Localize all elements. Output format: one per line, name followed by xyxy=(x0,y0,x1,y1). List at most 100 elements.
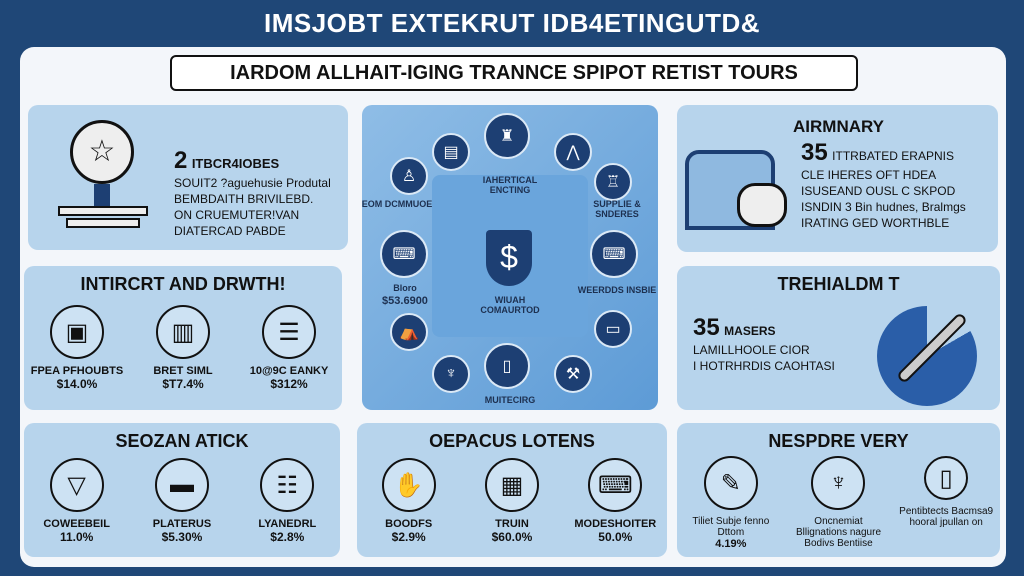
text-line: ON CRUEMUTER!VAN xyxy=(174,208,300,222)
stat-item: ▯ Pentibtects Bacmsa9 hooral jpullan on xyxy=(896,456,996,550)
item-label: LYANEDRL xyxy=(258,518,317,530)
item-value: 4.19% xyxy=(715,538,747,550)
stat-heading: ITBCR4IOBES xyxy=(191,156,280,171)
item-label: Oncnemiat Bllignations nagure Bodivs Ben… xyxy=(795,516,882,549)
person-icon: ♙ xyxy=(390,157,428,195)
lamp-icon: ♆ xyxy=(432,355,470,393)
banner: IARDOM ALLHAIT-IGING TRANNCE SPIPOT RETI… xyxy=(170,55,858,91)
scroll-icon xyxy=(737,183,787,227)
card-mid-right: TREHIALDM T 35 MASERS LAMILLHOOLE CIOR I… xyxy=(677,266,1000,410)
item-value: $2.9% xyxy=(391,530,426,544)
text-line: SOUIT2 ?aguehusie Produtal xyxy=(174,176,331,190)
card-heading: SEOZAN ATICK xyxy=(115,431,249,451)
stat-item: ▦ TRUIN$60.0% xyxy=(462,458,562,544)
machine-icon: ▥ xyxy=(156,305,210,359)
text-line: I HOTRHRDIS CAOHTASI xyxy=(693,359,835,373)
item-label: PLATERUS xyxy=(152,518,212,530)
left-value: $53.6900 xyxy=(382,295,428,307)
dragon-icon: ✎ xyxy=(703,456,758,510)
item-label: MODESHOITER xyxy=(574,518,657,530)
item-label: BOODFS xyxy=(385,518,433,530)
card-heading: NESPDRE VERY xyxy=(768,431,909,451)
text-line: ISNDIN 3 Bin hudnes, Bralmgs xyxy=(801,200,966,214)
item-label: COWEEBEIL xyxy=(43,518,110,530)
phone-icon: ▯ xyxy=(484,343,530,389)
item-label: BRET SIML xyxy=(153,365,213,377)
item-value: $5.30% xyxy=(161,530,203,544)
stat-item: ♆ Oncnemiat Bllignations nagure Bodivs Be… xyxy=(788,456,888,550)
stat-item: ☷ LYANEDRL$2.8% xyxy=(237,458,337,544)
stat-item: ▣ FPEA PFHOUBTS$14.0% xyxy=(27,305,127,391)
sign-icon: ▤ xyxy=(432,133,470,171)
card-heading: TREHIALDM T xyxy=(777,274,900,294)
document-icon: ☰ xyxy=(262,305,316,359)
tool-icon: ⚒ xyxy=(554,355,592,393)
stat-number: 35 xyxy=(693,314,720,341)
item-value: $312% xyxy=(270,377,308,391)
text-line: BEMBDAITH BRIVILEBD. xyxy=(174,192,314,206)
stat-item: ✋ BOODFS$2.9% xyxy=(359,458,459,544)
card-heading: AIRMNARY xyxy=(793,117,884,136)
monitor-icon: ▣ xyxy=(50,305,104,359)
item-value: $60.0% xyxy=(491,530,533,544)
bucket-icon: ♜ xyxy=(484,113,530,159)
text-line: CLE IHERES OFT HDEA xyxy=(801,168,937,182)
item-value: 50.0% xyxy=(598,530,633,544)
laptop-icon: ▽ xyxy=(49,458,104,512)
card-mid-left: INTIRCRT AND DRWTH! ▣ FPEA PFHOUBTS$14.0%… xyxy=(24,266,342,410)
card-top-right: AIRMNARY 35 ITTRBATED ERAPNIS CLE IHERES… xyxy=(677,105,998,252)
keyboard-icon: ⌨ xyxy=(588,458,643,512)
hand-icon: ✋ xyxy=(381,458,436,512)
stat-item: ▥ BRET SIML$T7.4% xyxy=(133,305,233,391)
item-value: $14.0% xyxy=(56,377,98,391)
page-title: IMSJOBT EXTEKRUT IDB4ETINGUTD& xyxy=(263,8,761,38)
tray-icon: ▬ xyxy=(154,458,209,512)
stand-icon: ♖ xyxy=(594,163,632,201)
card-top-left: ☆ 2 ITBCR4IOBES SOUIT2 ?aguehusie Produt… xyxy=(28,105,348,250)
right-label: SUPPLIE & SNDERES xyxy=(593,199,641,219)
item-label: Pentibtects Bacmsa9 hooral jpullan on xyxy=(899,506,994,528)
shield-dollar-icon: $ xyxy=(486,230,532,286)
text-line: DIATERCAD PABDE xyxy=(174,224,286,238)
text-line: LAMILLHOOLE CIOR xyxy=(693,343,810,357)
text-line: ITTRBATED ERAPNIS xyxy=(832,149,954,163)
item-label: FPEA PFHOUBTS xyxy=(30,365,124,377)
fountain-icon: ♆ xyxy=(811,456,866,510)
item-value: 11.0% xyxy=(59,530,94,544)
item-value: $T7.4% xyxy=(162,377,204,391)
keyboard-badge-icon: ⌨ xyxy=(380,230,428,278)
truck-icon: ▦ xyxy=(484,458,539,512)
ramp-icon: ⋀ xyxy=(554,133,592,171)
item-label: Tiliet Subje fenno Dttom xyxy=(692,516,770,538)
left-label: EOM DCMMUOE xyxy=(362,199,433,209)
item-label: 10@9C EANKY xyxy=(249,365,329,377)
left-value-label: Bloro xyxy=(393,283,417,293)
trophy-icon: ☆ xyxy=(48,120,158,235)
item-value: $2.8% xyxy=(270,530,305,544)
stat-sub: MASERS xyxy=(724,324,776,338)
form-icon: ☷ xyxy=(260,458,315,512)
stat-number: 2 xyxy=(174,147,188,174)
tent-icon: ⛺ xyxy=(390,313,428,351)
screen-icon: ▭ xyxy=(594,310,632,348)
stat-number: 35 xyxy=(801,139,828,166)
bottle-icon: ▯ xyxy=(924,456,969,500)
card-bottom-center: OEPACUS LOTENS ✋ BOODFS$2.9% ▦ TRUIN$60.0%… xyxy=(357,423,667,557)
card-heading: OEPACUS LOTENS xyxy=(429,431,595,451)
center-label: WIUAH COMAURTOD xyxy=(480,295,540,315)
bottom-label: MUITECIRG xyxy=(484,395,536,405)
card-center-diagram: $ ♜ ▤ ⋀ ♙ ♖ ⌨ ⌨ ⛺ ▭ ♆ ▯ ⚒ IAHERTICAL ENC… xyxy=(362,105,658,410)
stat-item: ▬ PLATERUS$5.30% xyxy=(132,458,232,544)
text-line: ISUSEAND OUSL C SKPOD xyxy=(801,184,956,198)
right-bottom-label: WEERDDS INSBIE xyxy=(577,285,657,295)
card-heading: INTIRCRT AND DRWTH! xyxy=(80,274,286,294)
text-line: IRATING GED WORTHBLE xyxy=(801,216,950,230)
item-label: TRUIN xyxy=(495,518,529,530)
top-label: IAHERTICAL ENCTING xyxy=(482,175,538,195)
stat-item: ☰ 10@9C EANKY$312% xyxy=(239,305,339,391)
